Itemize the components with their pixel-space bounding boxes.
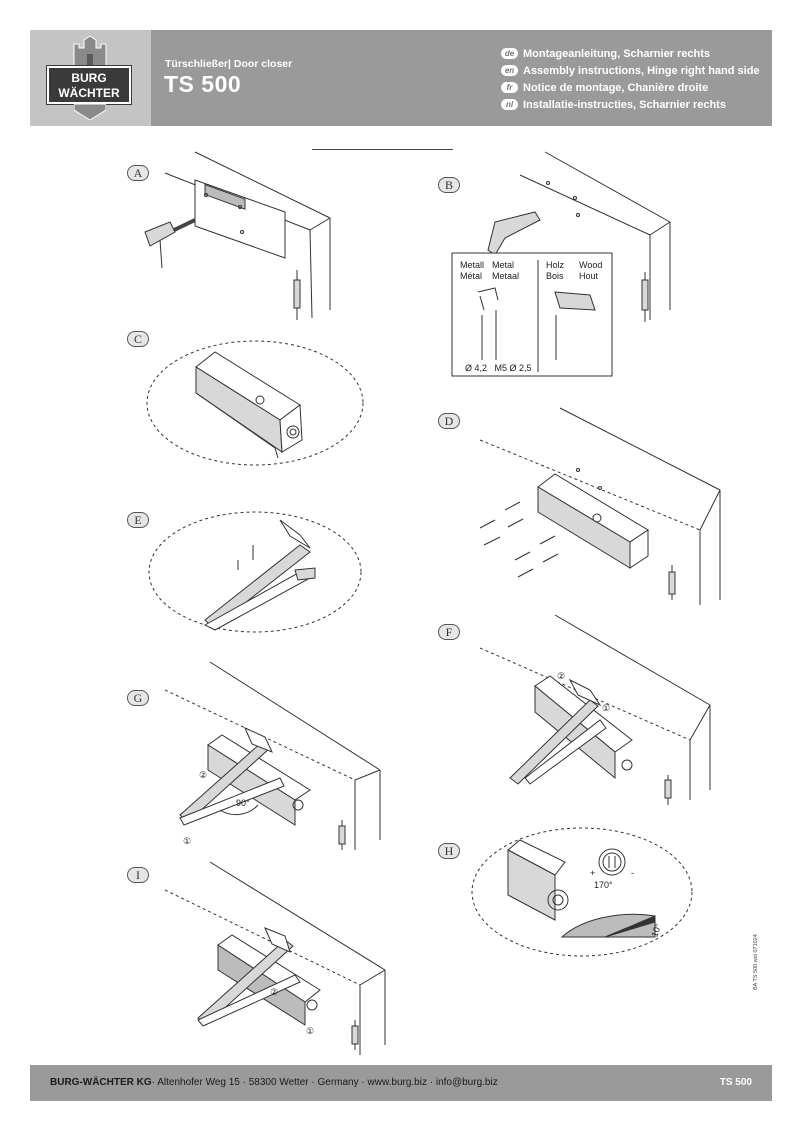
drill-metal-label-2: Metal Metaal [492,260,520,281]
product-subtitle: Türschließer| Door closer [165,58,293,70]
drill-sizes: Ø 4,2 M5 Ø 2,5 [465,363,532,373]
product-title: TS 500 [164,71,242,97]
language-title: Notice de montage, Chanière droite [523,81,709,94]
step-label-c: C [127,331,149,347]
drill-wood-label-1: Holz Bois [546,260,565,281]
language-code: nl [501,99,518,110]
step-label-f: F [438,624,460,640]
illustration-c [146,340,364,466]
marker-1-g: ① [183,836,192,846]
language-row: nl Installatie-instructies, Scharnier re… [501,96,760,113]
header-bar: BURG WÄCHTER Türschließer| Door closer T… [30,30,772,126]
footer-bar: BURG-WÄCHTER KG· Altenhofer Weg 15 · 583… [30,1065,772,1101]
logo: BURG WÄCHTER [46,65,132,105]
step-label-i: I [127,867,149,883]
marker-2-g: ② [199,770,208,780]
drill-metal-label-1: Metall Métal [460,260,485,281]
marker-1-f: ① [602,703,611,713]
language-code: fr [501,82,518,93]
footer-address: · Altenhofer Weg 15 · 58300 Wetter · Ger… [151,1077,498,1088]
illustration-f [479,614,711,805]
illustration-e [148,511,362,633]
language-code: en [501,65,518,76]
marker-1-i: ① [306,1026,315,1036]
minus-label: - [631,868,634,878]
language-title: Montageanleitung, Scharnier rechts [523,47,711,60]
step-label-a: A [127,165,149,181]
step-label-h: H [438,843,460,859]
step-label-g: G [127,690,149,706]
language-code: de [501,48,518,59]
logo-line1: BURG [71,71,107,85]
illustration-d [479,407,721,605]
illustration-i [164,861,386,1055]
language-row: en Assembly instructions, Hinge right ha… [501,62,760,79]
drill-wood-label-2: Wood Hout [579,260,603,281]
step-label-d: D [438,413,460,429]
language-list: de Montageanleitung, Scharnier rechts en… [501,45,760,113]
illustration-g [164,661,381,850]
angle-170-label: 170° [594,880,613,890]
shield-base-icon [74,104,106,120]
footer-contact: BURG-WÄCHTER KG· Altenhofer Weg 15 · 583… [50,1077,498,1088]
illustration-a [144,151,331,320]
logo-line2: WÄCHTER [58,86,120,100]
marker-2-i: ② [270,987,279,997]
language-title: Installatie-instructies, Scharnier recht… [523,98,726,111]
step-label-e: E [127,512,149,528]
illustration-h [471,827,693,957]
divider-line [312,149,453,150]
marker-2-f: ② [557,671,566,681]
language-row: fr Notice de montage, Chanière droite [501,79,760,96]
footer-product: TS 500 [719,1077,752,1088]
logo-panel: BURG WÄCHTER [30,30,151,126]
document-code: BA TS 500 wst 071024 [753,934,759,990]
footer-company: BURG-WÄCHTER KG [50,1077,152,1088]
language-row: de Montageanleitung, Scharnier rechts [501,45,760,62]
plus-label: + [590,868,596,878]
illustration-b [451,151,671,377]
language-title: Assembly instructions, Hinge right hand … [523,64,760,77]
castle-icon [73,35,107,66]
step-label-b: B [438,177,460,193]
angle-90-label: 90° [236,798,250,808]
